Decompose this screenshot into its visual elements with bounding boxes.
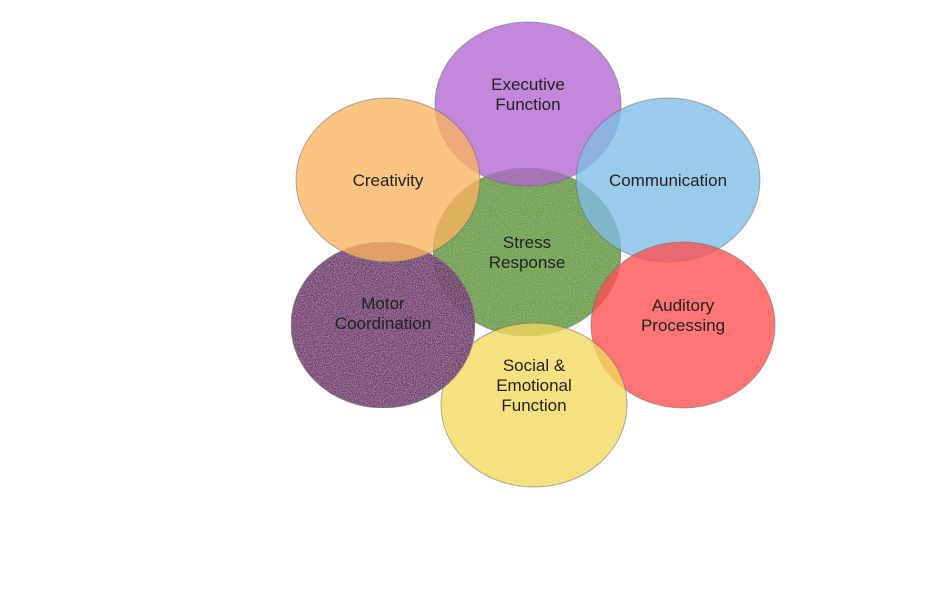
label-line: Emotional	[496, 376, 572, 395]
circle-social-emotional-function	[440, 322, 628, 488]
circle-auditory-processing	[590, 241, 776, 409]
node-auditory-processing	[590, 241, 776, 409]
label-line: Executive	[491, 75, 565, 94]
label-line: Stress	[503, 233, 551, 252]
circle-creativity	[295, 97, 481, 263]
label-line: Auditory	[652, 296, 715, 315]
label-communication: Communication	[609, 171, 727, 190]
label-line: Social &	[503, 356, 566, 375]
label-line: Processing	[641, 316, 725, 335]
label-line: Response	[489, 253, 566, 272]
node-creativity	[295, 97, 481, 263]
node-social-emotional-function	[440, 322, 628, 488]
circle-executive-function	[434, 21, 622, 187]
label-line: Function	[495, 95, 560, 114]
label-line: Function	[501, 396, 566, 415]
node-executive-function	[434, 21, 622, 187]
label-line: Coordination	[335, 314, 431, 333]
label-line: Creativity	[353, 171, 424, 190]
label-creativity: Creativity	[353, 171, 424, 190]
label-line: Motor	[361, 294, 405, 313]
label-line: Communication	[609, 171, 727, 190]
